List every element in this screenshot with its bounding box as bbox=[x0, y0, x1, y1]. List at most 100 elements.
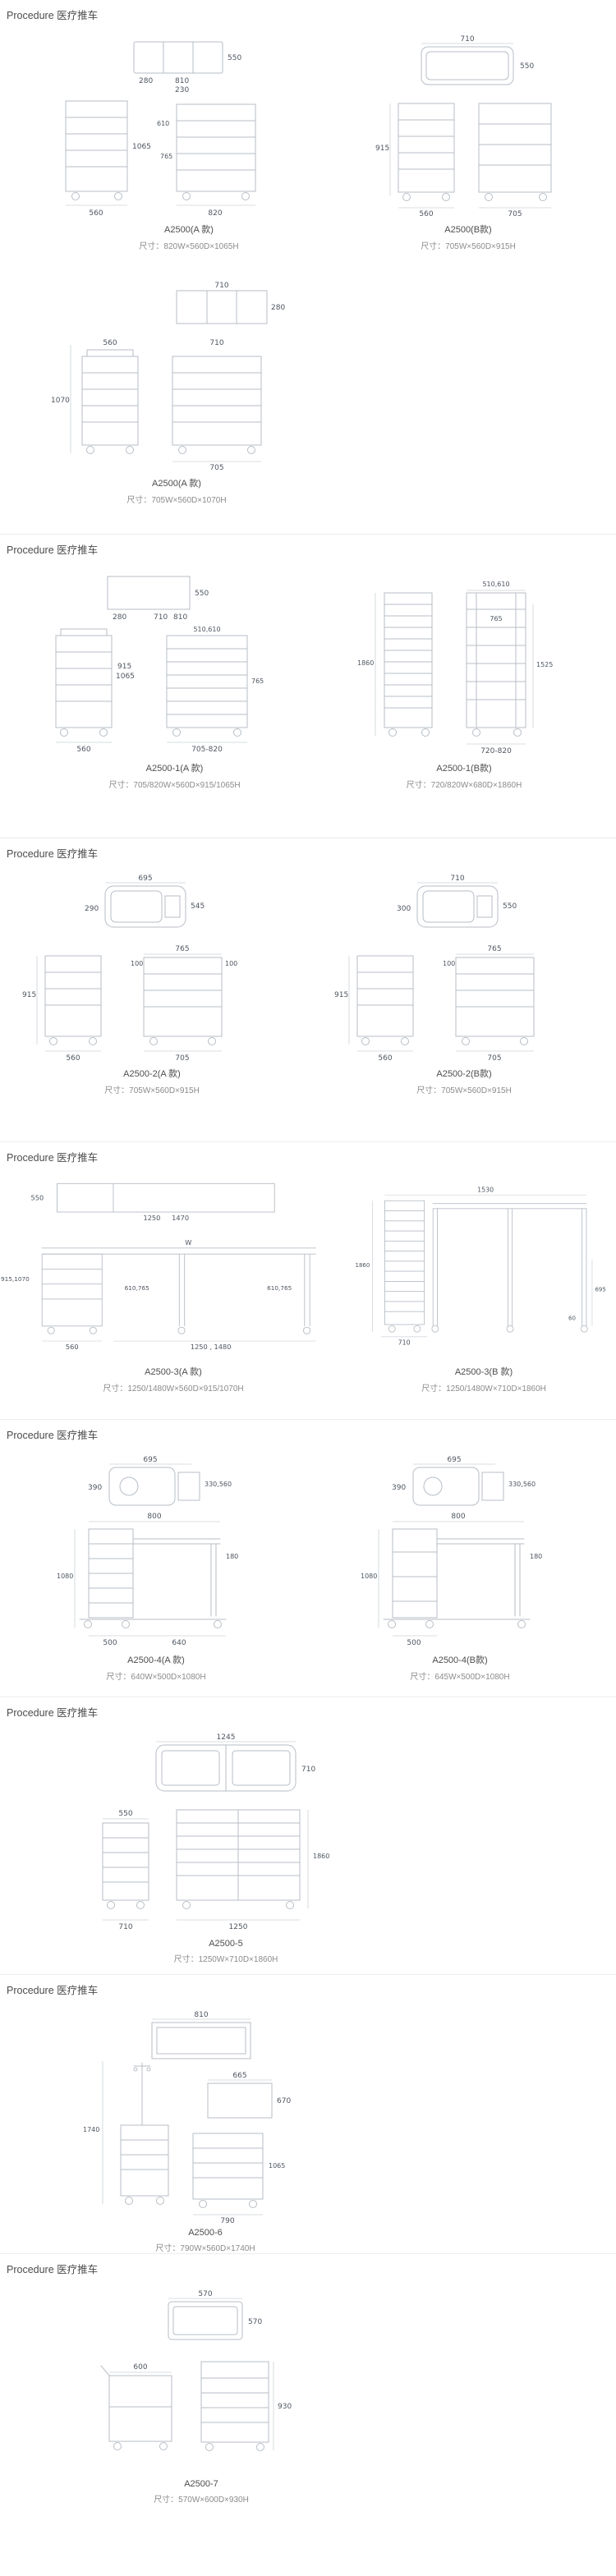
top-view bbox=[108, 1467, 200, 1506]
dim-label: 915 bbox=[117, 663, 131, 671]
dim-label: 390 bbox=[392, 1484, 406, 1492]
dim-label: 1530 bbox=[477, 1187, 494, 1194]
dim-label: 610,765 bbox=[267, 1284, 292, 1292]
dim-label: 550 bbox=[195, 590, 209, 598]
product-name: A2500-3(A 款) bbox=[145, 1367, 202, 1377]
dim-label: 550 bbox=[503, 902, 517, 911]
product-name: A2500-3(B 款) bbox=[454, 1367, 513, 1377]
product-name: A2500-6 bbox=[188, 2228, 223, 2238]
dim-label: 1740 bbox=[83, 2126, 99, 2133]
figure-a2500-3b: 1530 1860 bbox=[356, 1187, 606, 1347]
dim-label: 695 bbox=[447, 1456, 461, 1464]
figure-a2500-2b: 710 300 550 bbox=[334, 875, 535, 1063]
front-view bbox=[478, 103, 552, 201]
product-size: 尺寸：1250/1480W×560D×915/1070H bbox=[103, 1384, 244, 1394]
dim-label: 710 bbox=[398, 1339, 411, 1347]
product-row: 695 290 545 bbox=[0, 872, 616, 1095]
dim-label: 230 bbox=[175, 86, 189, 94]
dim-label: 550 bbox=[520, 62, 534, 71]
dim-label: 820 bbox=[208, 209, 222, 218]
dim-label: 550 bbox=[228, 54, 241, 62]
front-view bbox=[356, 955, 414, 1045]
dim-label: 640 bbox=[172, 1639, 186, 1647]
dim-label: 100 bbox=[131, 960, 143, 967]
dim-label: 710 bbox=[214, 282, 228, 290]
product-size: 尺寸：790W×560D×1740H bbox=[155, 2244, 255, 2253]
dim-label: 765 bbox=[487, 945, 501, 953]
product-a2500-4b: 695 390 330,560 800 bbox=[333, 1453, 587, 1682]
product-name: A2500(A 款) bbox=[152, 479, 201, 489]
product-size: 尺寸：705W×560D×915H bbox=[416, 1086, 512, 1095]
dim-label: 390 bbox=[88, 1484, 102, 1492]
section-a2500-5: Procedure 医疗推车 1245 710 550 bbox=[0, 1697, 616, 1974]
product-name: A2500-1(A 款) bbox=[145, 764, 204, 774]
dim-label: 570 bbox=[248, 2318, 262, 2326]
top-view bbox=[176, 290, 268, 324]
dim-label: 300 bbox=[397, 905, 411, 913]
dim-label: 610 bbox=[157, 120, 169, 127]
section-header: Procedure 医疗推车 bbox=[7, 1707, 99, 1719]
dim-label: 1245 bbox=[217, 1733, 236, 1742]
overbed-view bbox=[383, 1528, 531, 1628]
dim-label: 665 bbox=[232, 2072, 246, 2080]
product-a2500-b: 710 550 bbox=[374, 34, 563, 251]
figure-a2500-6: 810 665 670 bbox=[83, 2011, 291, 2224]
product-size: 尺寸：570W×600D×930H bbox=[154, 2496, 249, 2505]
figure-a2500-4b: 695 390 330,560 800 bbox=[361, 1456, 542, 1647]
product-row: 710 280 560 bbox=[0, 279, 616, 505]
product-a2500-2a: 695 290 545 bbox=[21, 872, 283, 1095]
dim-label: 765 bbox=[160, 153, 172, 160]
frame-view bbox=[431, 1203, 588, 1333]
dim-label: 720-820 bbox=[480, 747, 512, 755]
product-row: 570 570 600 bbox=[0, 2288, 616, 2505]
section-a2500-6: Procedure 医疗推车 810 665 670 bbox=[0, 1974, 616, 2253]
dim-label: 570 bbox=[198, 2290, 212, 2298]
rack-side-view bbox=[384, 592, 432, 737]
dim-label: 560 bbox=[89, 209, 103, 218]
section-header: Procedure 医疗推车 bbox=[7, 1430, 99, 1441]
dim-label: 610,765 bbox=[125, 1284, 149, 1292]
front-view bbox=[176, 1809, 301, 1909]
section-header: Procedure 医疗推车 bbox=[7, 10, 99, 21]
figure-a2500-7: 570 570 600 bbox=[100, 2290, 292, 2451]
product-a2500-a2: 710 280 560 bbox=[49, 279, 304, 505]
dim-label: 810 bbox=[194, 2011, 208, 2019]
dim-label: 915 bbox=[334, 991, 348, 999]
top-view bbox=[151, 2022, 251, 2059]
section-a2500-2: Procedure 医疗推车 695 290 545 bbox=[0, 838, 616, 1141]
body-top-view bbox=[207, 2082, 273, 2119]
dim-label: 710 bbox=[450, 875, 464, 883]
figure-a2500-1b: 1860 510,610 765 1525 bbox=[357, 581, 553, 755]
side-view bbox=[100, 2365, 172, 2450]
dim-label: 550 bbox=[31, 1193, 44, 1201]
product-row: 1245 710 550 bbox=[0, 1731, 616, 1964]
product-size: 尺寸：705/820W×560D×915/1065H bbox=[108, 781, 241, 790]
product-a2500-5: 1245 710 550 bbox=[78, 1731, 374, 1964]
dim-label: 560 bbox=[103, 339, 117, 347]
product-a2500-1b: 1860 510,610 765 1525 bbox=[356, 568, 573, 790]
product-size: 尺寸：640W×500D×1080H bbox=[106, 1673, 206, 1682]
top-view bbox=[155, 1744, 297, 1792]
dim-label: 710 bbox=[209, 339, 223, 347]
dim-label: 560 bbox=[66, 1343, 79, 1351]
top-view bbox=[412, 1467, 504, 1506]
dim-label: 710 bbox=[154, 613, 168, 622]
dim-label: 915,1070 bbox=[1, 1275, 30, 1283]
product-name: A2500(B款) bbox=[444, 225, 492, 235]
dim-label: 790 bbox=[220, 2217, 234, 2224]
top-view bbox=[416, 885, 499, 928]
front-view bbox=[172, 356, 262, 454]
product-a2500-3a: 550 1250 1470 bbox=[1, 1176, 346, 1394]
dim-label: 915 bbox=[22, 991, 36, 999]
dim-label: 765 bbox=[175, 945, 189, 953]
dim-label: 1250 , 1480 bbox=[191, 1343, 232, 1351]
product-a2500-7: 570 570 600 bbox=[78, 2288, 324, 2505]
side-view bbox=[455, 957, 535, 1045]
product-name: A2500(A 款) bbox=[164, 225, 214, 235]
dim-label: 280 bbox=[139, 77, 153, 85]
dim-label: 765 bbox=[490, 615, 502, 622]
dim-label: 560 bbox=[76, 746, 90, 754]
worktable-view bbox=[41, 1247, 316, 1334]
product-size: 尺寸：820W×560D×1065H bbox=[139, 242, 239, 251]
product-name: A2500-7 bbox=[184, 2479, 218, 2489]
